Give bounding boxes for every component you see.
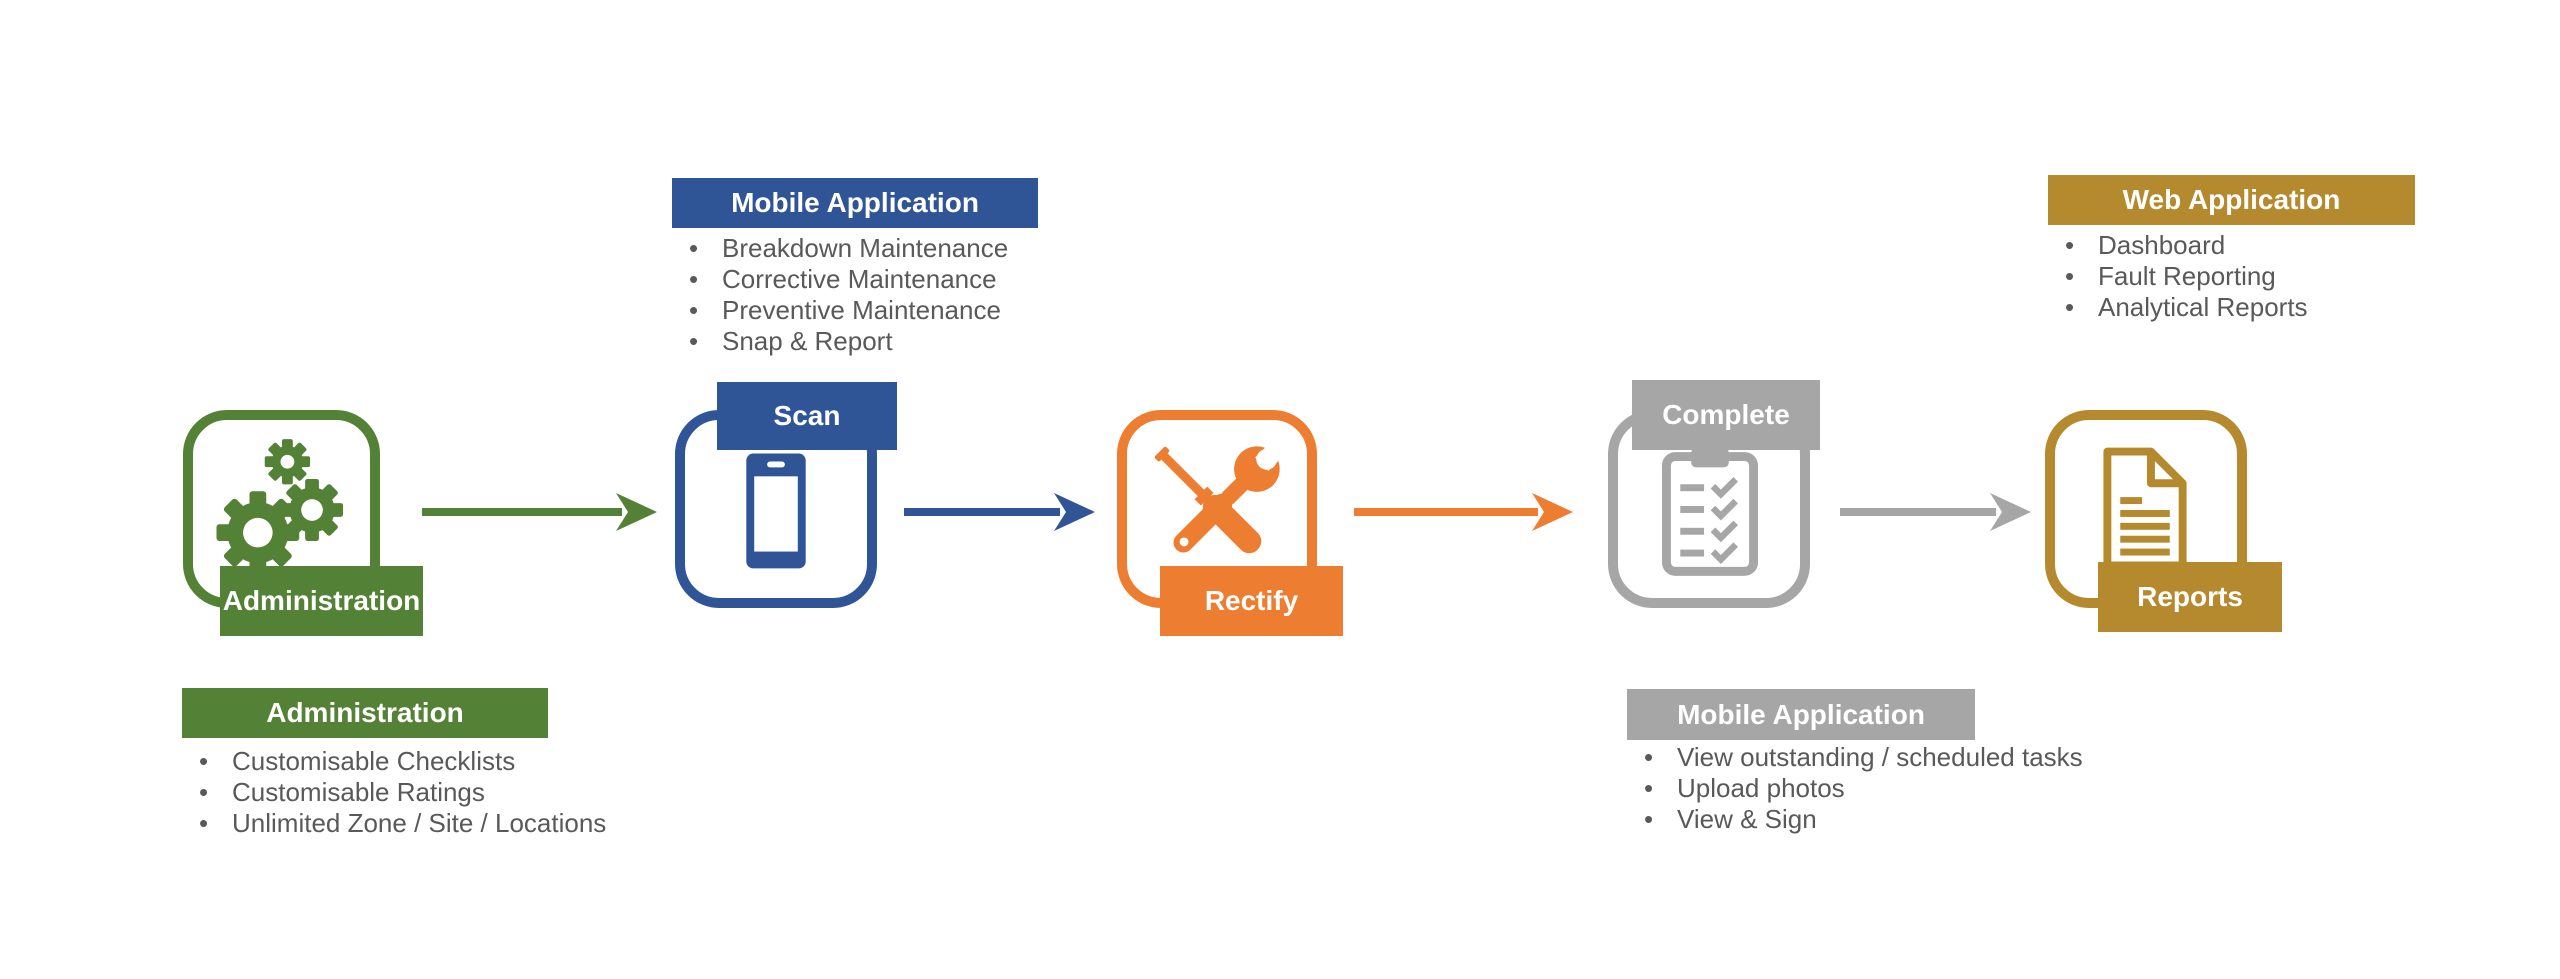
checklist-clipboard-icon [1661,436,1759,576]
list-item: Snap & Report [672,326,1008,357]
mobile-application-bottom-header: Mobile Application [1627,689,1975,740]
list-item: Unlimited Zone / Site / Locations [182,808,606,839]
arrow-rectify-to-complete [1354,493,1573,531]
mobile-application-bottom-list: View outstanding / scheduled tasks Uploa… [1627,742,2083,835]
list-item: Preventive Maintenance [672,295,1008,326]
tools-icon [1154,437,1289,554]
rectify-node-label: Rectify [1160,566,1343,636]
list-item: Breakdown Maintenance [672,233,1008,264]
administration-node-label: Administration [220,566,423,636]
list-item: Upload photos [1627,773,2083,804]
list-item: Analytical Reports [2048,292,2308,323]
web-application-header: Web Application [2048,175,2415,225]
list-item: View & Sign [1627,804,2083,835]
mobile-application-top-list: Breakdown Maintenance Corrective Mainten… [672,233,1008,357]
arrow-scan-to-rectify [904,493,1095,531]
list-item: View outstanding / scheduled tasks [1627,742,2083,773]
list-item: Fault Reporting [2048,261,2308,292]
administration-callout-header: Administration [182,688,548,738]
list-item: Corrective Maintenance [672,264,1008,295]
mobile-application-top-header: Mobile Application [672,178,1038,228]
scan-node-label: Scan [717,382,897,450]
complete-node-label: Complete [1632,380,1820,450]
web-application-list: Dashboard Fault Reporting Analytical Rep… [2048,230,2308,323]
list-item: Customisable Ratings [182,777,606,808]
arrow-administration-to-scan [422,493,657,531]
document-icon [2103,447,2187,570]
list-item: Customisable Checklists [182,746,606,777]
smartphone-icon [746,453,806,569]
reports-node-label: Reports [2098,562,2282,632]
list-item: Dashboard [2048,230,2308,261]
administration-callout-list: Customisable Checklists Customisable Rat… [182,746,606,839]
arrow-complete-to-reports [1840,493,2031,531]
